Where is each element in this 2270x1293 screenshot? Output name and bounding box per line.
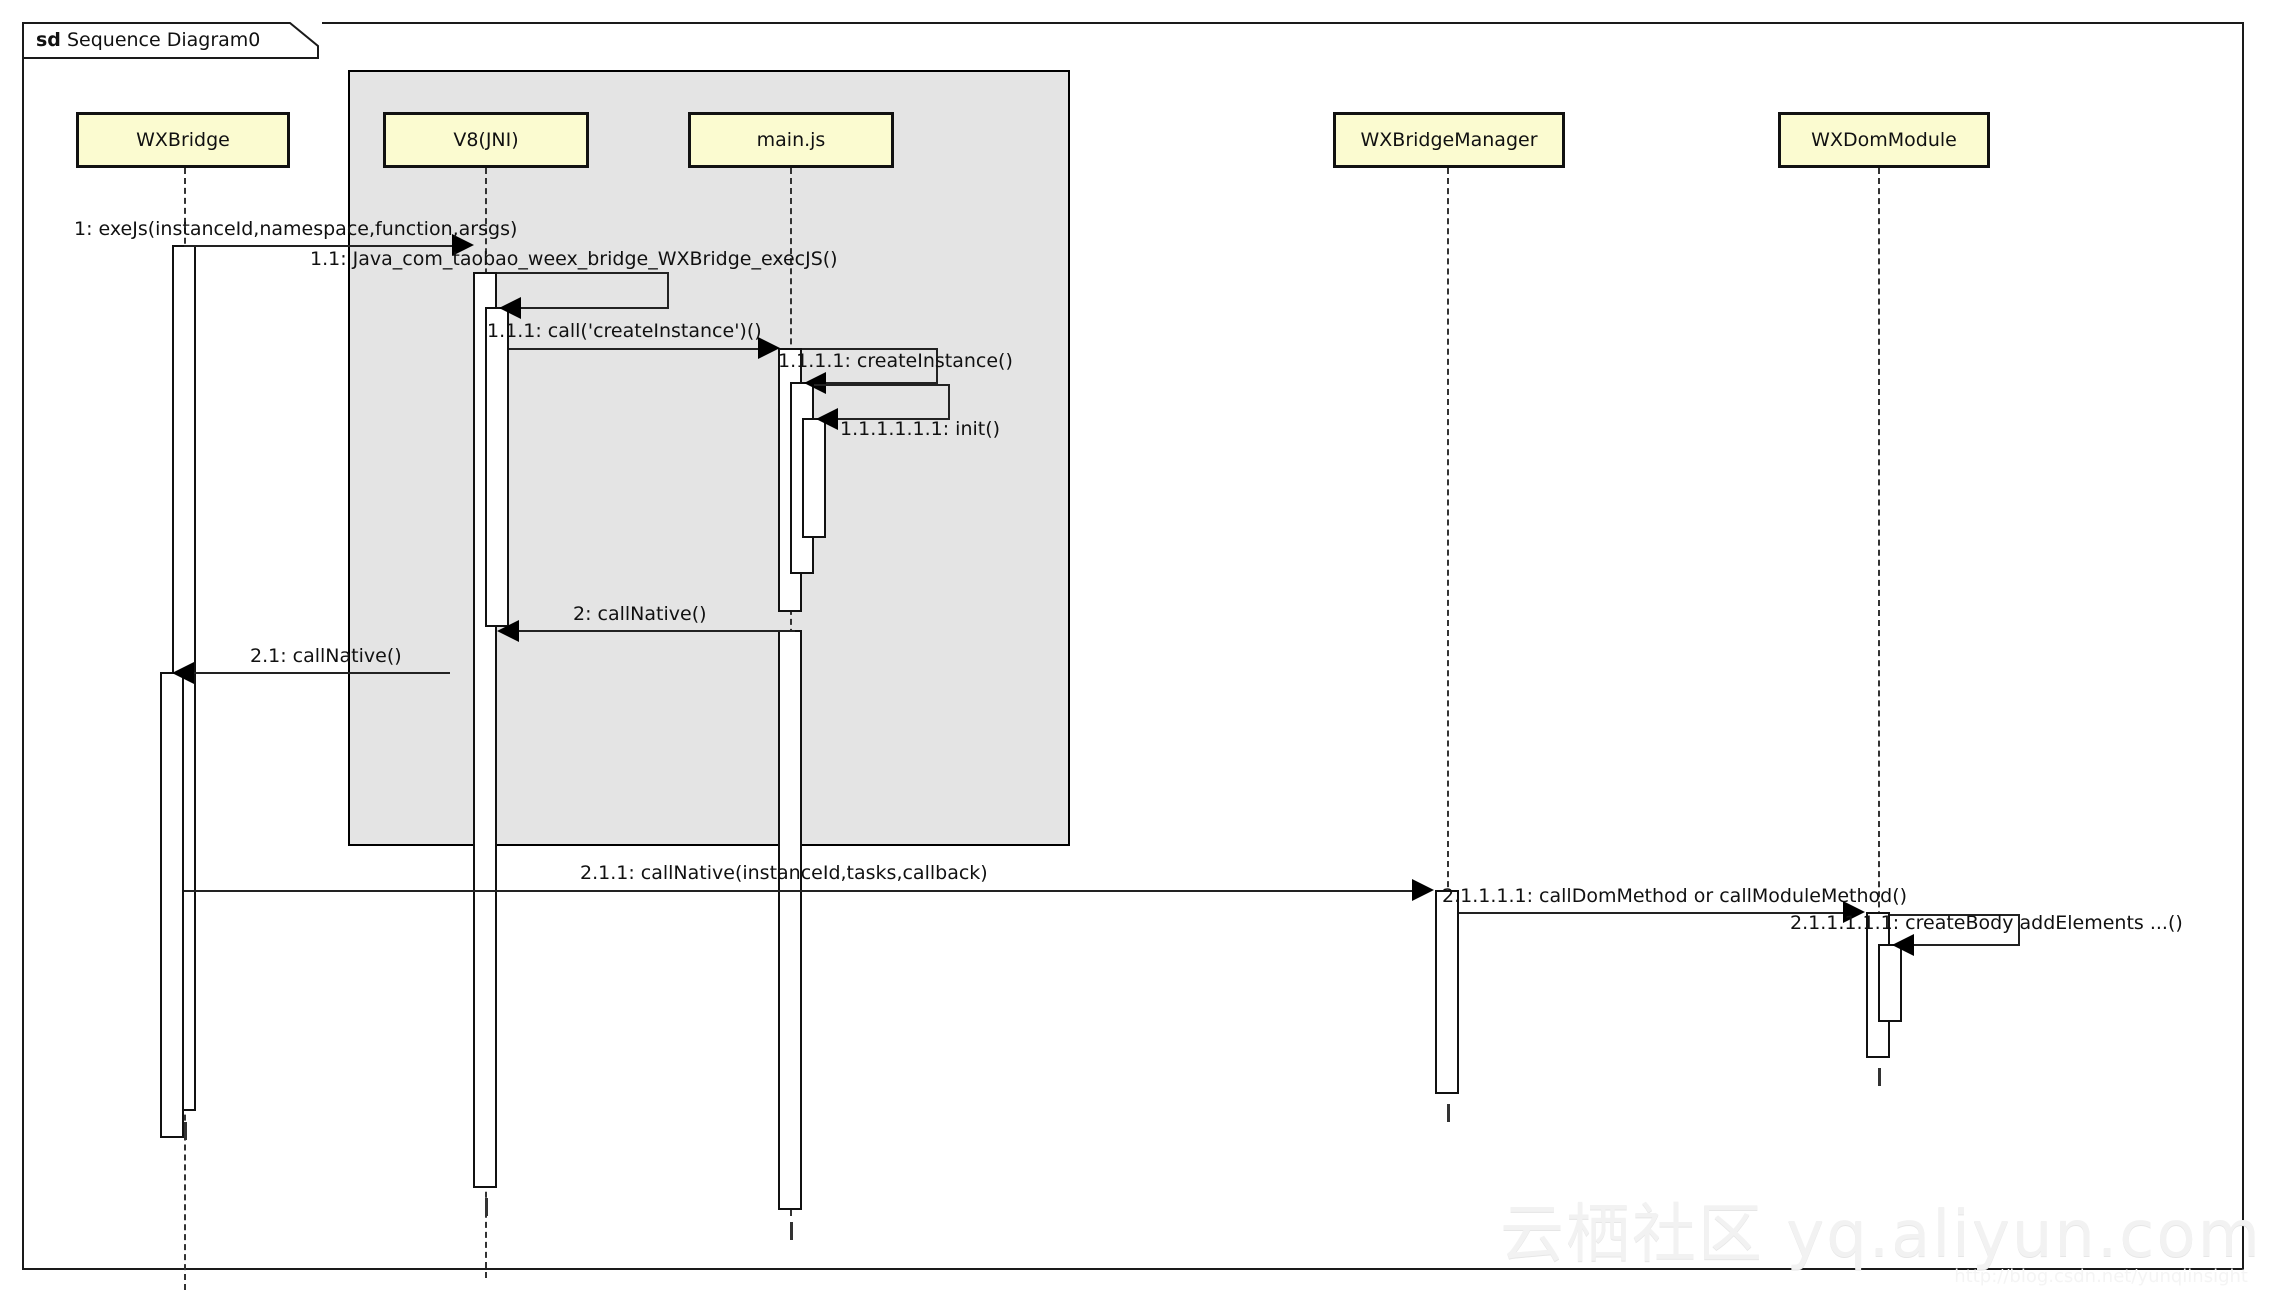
frame-stereotype: sd xyxy=(36,29,61,51)
msg-line-2-1-1-1-1-1-top xyxy=(1890,914,2020,916)
msg-label-1-1: 1.1: Java_com_taobao_weex_bridge_WXBridg… xyxy=(310,248,838,270)
activation-mainjs-callnative xyxy=(778,630,802,1210)
lifeline-head-wxdommodule[interactable]: WXDomModule xyxy=(1778,112,1990,168)
lifeline-label-wxdommodule: WXDomModule xyxy=(1811,129,1957,151)
activation-wxdommodule-nested xyxy=(1878,944,1902,1022)
msg-label-2: 2: callNative() xyxy=(573,603,707,625)
lifeline-line-wxdommodule xyxy=(1878,168,1880,1058)
msg-line-1-1-1 xyxy=(509,348,771,350)
msg-label-2-1-1: 2.1.1: callNative(instanceId,tasks,callb… xyxy=(580,862,988,884)
activation-wxbridgemanager xyxy=(1435,890,1459,1094)
lifeline-label-mainjs: main.js xyxy=(756,129,826,151)
lifeline-line-wxbridgemanager xyxy=(1447,168,1449,1088)
foot-tick-wxbridgemanager xyxy=(1447,1104,1450,1122)
group-region-js-engine xyxy=(348,70,1070,846)
msg-line-2-1 xyxy=(194,672,450,674)
msg-vert-1-1 xyxy=(667,272,669,308)
msg-arrow-1-1-1-1-1-1 xyxy=(816,408,838,430)
diagram-frame xyxy=(22,22,2244,1270)
msg-label-1-1-1: 1.1.1: call('createInstance')() xyxy=(487,320,762,342)
msg-arrow-1-1 xyxy=(499,297,521,319)
activation-v8jni-nested xyxy=(485,307,509,627)
msg-vert-1-1-1-1 xyxy=(936,348,938,382)
msg-label-2-1: 2.1: callNative() xyxy=(250,645,402,667)
msg-line-2-1-1-1-1 xyxy=(1459,912,1849,914)
msg-line-1-1-1-1-1-1-bottom xyxy=(838,418,950,420)
frame-title: Sequence Diagram0 xyxy=(66,29,261,51)
lifeline-label-wxbridge: WXBridge xyxy=(136,129,230,151)
msg-label-1-1-1-1: 1.1.1.1: createInstance() xyxy=(778,350,1013,372)
msg-label-2-1-1-1-1: 2.1.1.1.1: callDomMethod or callModuleMe… xyxy=(1442,885,1908,907)
msg-arrow-1-1-1-1 xyxy=(804,372,826,394)
foot-tick-v8jni xyxy=(485,1198,488,1216)
msg-arrow-2-1-1 xyxy=(1412,879,1434,901)
msg-line-1-1-1-1-1-1-top xyxy=(814,384,950,386)
watermark-text: 云栖社区 yq.aliyun.com xyxy=(1500,1198,2262,1272)
lifeline-label-wxbridgemanager: WXBridgeManager xyxy=(1360,129,1538,151)
msg-vert-2-1-1-1-1-1 xyxy=(2018,914,2020,944)
msg-arrow-1-1-1 xyxy=(758,337,780,359)
foot-tick-mainjs xyxy=(790,1222,793,1240)
msg-vert-1-1-1-1-1-1 xyxy=(948,384,950,418)
msg-line-2-1-1 xyxy=(184,890,1418,892)
msg-arrow-2-1-1-1-1-1 xyxy=(1892,934,1914,956)
lifeline-head-wxbridge[interactable]: WXBridge xyxy=(76,112,290,168)
lifeline-head-mainjs[interactable]: main.js xyxy=(688,112,894,168)
activation-wxbridge-callnative xyxy=(160,672,184,1138)
lifeline-head-v8jni[interactable]: V8(JNI) xyxy=(383,112,589,168)
msg-arrow-1 xyxy=(452,234,474,256)
msg-line-1-1-1-1-bottom xyxy=(826,382,938,384)
msg-line-1 xyxy=(184,245,464,247)
frame-header-tab: sd Sequence Diagram0 xyxy=(22,22,322,59)
msg-line-1-1-bottom xyxy=(521,307,669,309)
msg-label-2-1-1-1-1-1: 2.1.1.1.1.1: createBody addElements ...(… xyxy=(1790,912,2183,934)
lifeline-label-v8jni: V8(JNI) xyxy=(453,129,519,151)
frame-header-label: sd Sequence Diagram0 xyxy=(36,29,260,51)
watermark-subtext: http://blog.csdn.net/yunqiinsight xyxy=(1954,1266,2248,1287)
foot-tick-wxdommodule xyxy=(1878,1068,1881,1086)
msg-arrow-2-1-1-1-1 xyxy=(1843,901,1865,923)
msg-arrow-2 xyxy=(497,620,519,642)
msg-line-2 xyxy=(519,630,795,632)
msg-line-2-1-1-1-1-1-bottom xyxy=(1914,944,2020,946)
msg-label-1: 1: exeJs(instanceId,namespace,function,a… xyxy=(74,218,518,240)
msg-line-1-1-top xyxy=(497,272,669,274)
lifeline-head-wxbridgemanager[interactable]: WXBridgeManager xyxy=(1333,112,1565,168)
msg-line-1-1-1-1-top xyxy=(802,348,938,350)
foot-tick-wxbridge xyxy=(184,1122,187,1140)
msg-label-1-1-1-1-1-1: 1.1.1.1.1.1: init() xyxy=(840,418,1001,440)
msg-arrow-2-1 xyxy=(172,662,194,684)
activation-mainjs-nested-2 xyxy=(802,418,826,538)
